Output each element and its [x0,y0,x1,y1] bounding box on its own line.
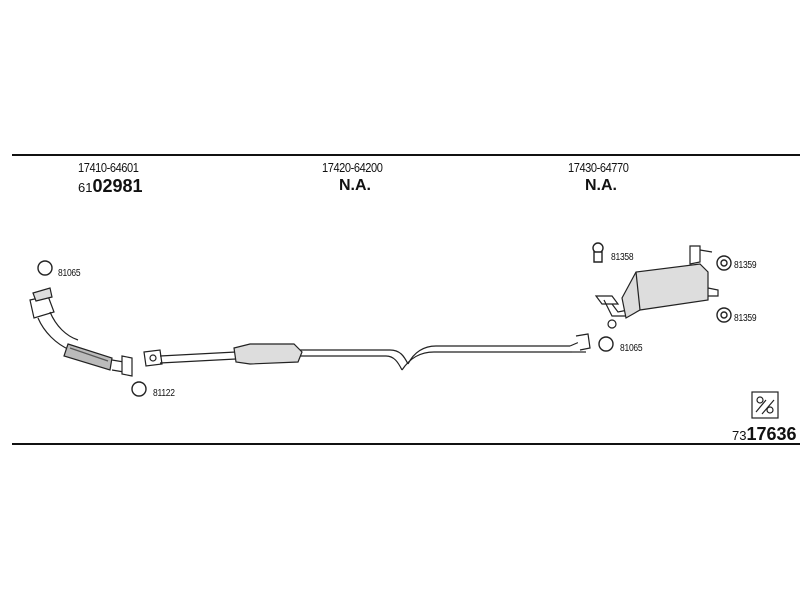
top-divider [12,154,800,156]
front-pipe [29,287,133,377]
front-flange [143,349,163,367]
section-1-set-number: 6102981 [78,176,143,197]
hanger-icon [716,307,732,323]
section-3-status: N.A. [585,177,617,194]
callout-front-gasket: 81065 [58,268,81,279]
hanger-icon [716,255,732,271]
section-2-part-number: 17420-64200 [322,160,383,175]
section-3-part-number: 17430-64770 [568,160,629,175]
bottom-divider [12,443,800,445]
clamp-icon [592,242,604,263]
assembly-kit-icon [751,391,779,419]
center-pipe [159,333,591,371]
callout-rear-hanger-top: 81359 [734,260,757,271]
diagram-code-main: 17636 [746,424,797,444]
set-number-prefix: 61 [78,180,93,195]
callout-rear-clamp: 81358 [611,252,634,263]
diagram-code-prefix: 73 [732,428,747,443]
set-number-main: 02981 [92,176,143,196]
gasket-icon [598,336,614,352]
callout-rear-hanger-bottom: 81359 [734,313,757,324]
rear-muffler [594,245,719,329]
gasket-icon [37,260,53,276]
gasket-icon [131,381,147,397]
section-1-part-number: 17410-64601 [78,160,139,175]
section-2-status: N.A. [339,177,371,194]
callout-front-flange-gasket: 81122 [153,388,175,399]
callout-rear-gasket: 81065 [620,343,643,354]
diagram-code: 7317636 [732,424,797,445]
